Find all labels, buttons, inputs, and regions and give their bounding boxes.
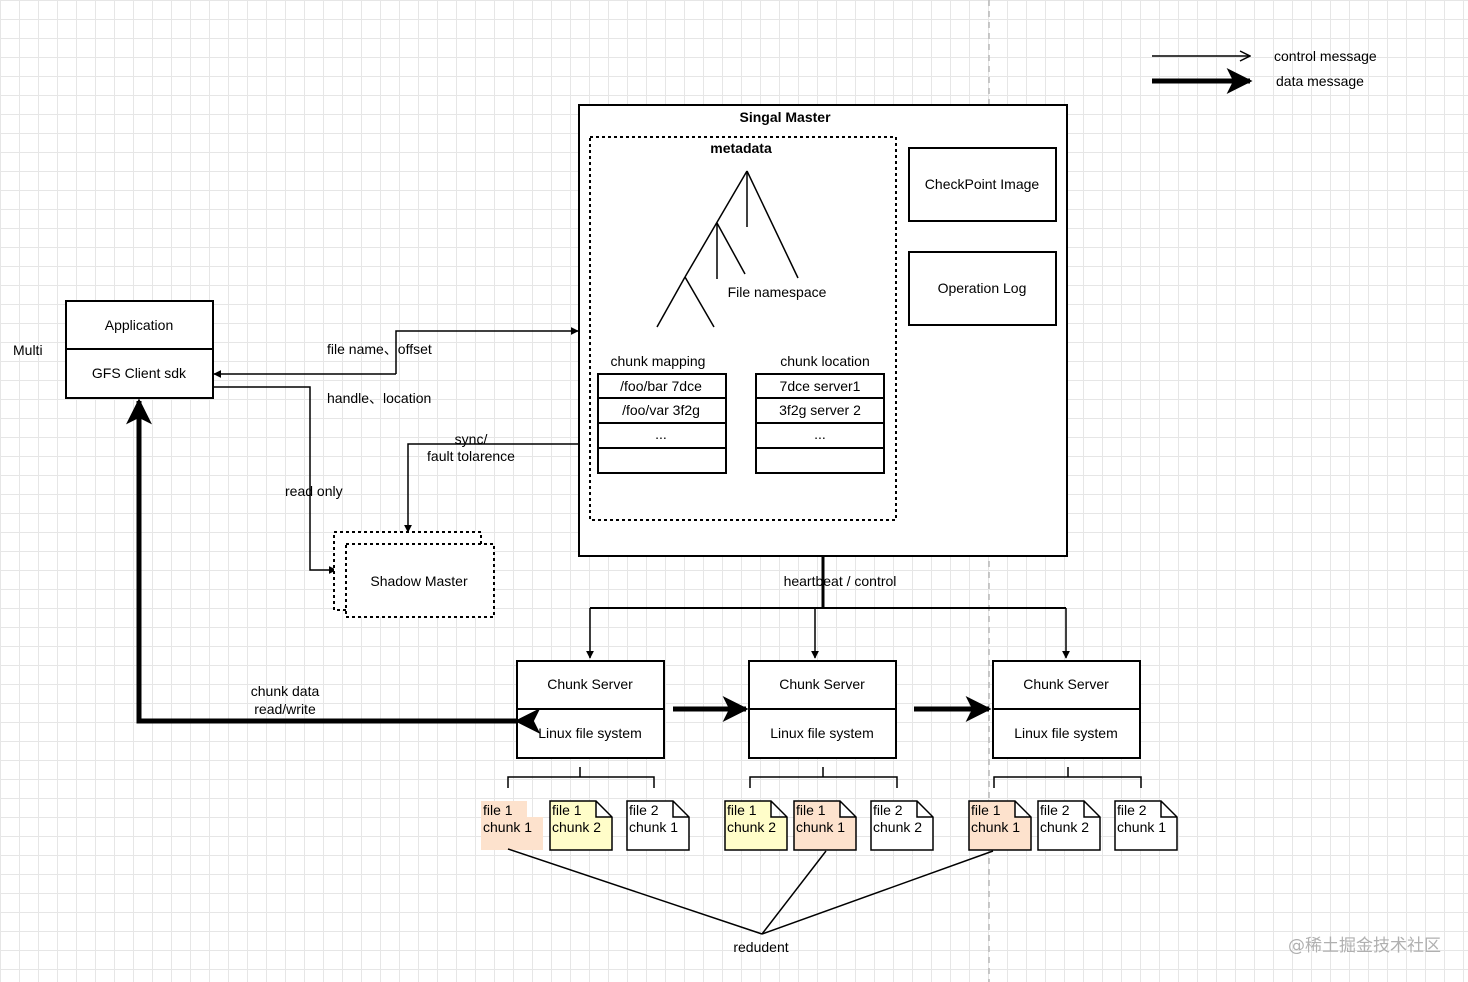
- master: Singal Master metadata File namespace Ch…: [578, 104, 1068, 557]
- location-row: ...: [814, 426, 826, 442]
- sync-label: sync/: [455, 431, 488, 447]
- linux-fs-label: Linux file system: [770, 725, 873, 741]
- chunk-file-name: file 1: [727, 802, 757, 818]
- client-chunk-data-edge: [126, 398, 541, 734]
- chunk-file-name: file 2: [1117, 802, 1147, 818]
- request-edge: [395, 327, 579, 374]
- redundant-label: redudent: [733, 939, 788, 955]
- chunk-file-chunk: chunk 1: [483, 819, 532, 835]
- read-write-label: read/write: [254, 701, 316, 717]
- client-sdk-label: GFS Client sdk: [92, 365, 187, 381]
- legend-data-label: data message: [1276, 73, 1364, 89]
- heartbeat-edges: [586, 557, 1070, 659]
- chunk-data-label: chunk data: [251, 683, 320, 699]
- chunk-file-chunk: chunk 2: [552, 819, 601, 835]
- chunk-file-name: file 2: [873, 802, 903, 818]
- chunk-file-name: file 2: [1040, 802, 1070, 818]
- data-edges: [126, 398, 992, 734]
- location-row: 3f2g server 2: [779, 402, 861, 418]
- chunk-server-label: Chunk Server: [547, 676, 633, 692]
- chunk-file-name: file 2: [629, 802, 659, 818]
- legend: control message data message: [1152, 48, 1377, 94]
- linux-fs-label: Linux file system: [538, 725, 641, 741]
- mapping-row: ...: [655, 426, 667, 442]
- metadata-title: metadata: [710, 140, 772, 156]
- namespace-tree-icon: [656, 170, 799, 328]
- chunk-server-label: Chunk Server: [779, 676, 865, 692]
- fault-tolerance-label: fault tolarence: [427, 448, 515, 464]
- chunk-file-name: file 1: [483, 802, 513, 818]
- oplog-box: [908, 251, 1057, 326]
- checkpoint-label: CheckPoint Image: [925, 176, 1040, 192]
- shadow-master: Shadow Master: [333, 531, 495, 618]
- location-title: chunk location: [780, 353, 870, 369]
- legend-control-label: control message: [1274, 48, 1377, 64]
- checkpoint-box: [908, 147, 1057, 222]
- server-braces: [507, 767, 1142, 788]
- chunk-server: Chunk Server Linux file system: [748, 660, 897, 759]
- chunk-file-chunk: chunk 1: [796, 819, 845, 835]
- chunk-server: Chunk Server Linux file system: [516, 660, 665, 759]
- chunk-file-chunk: chunk 2: [727, 819, 776, 835]
- client: Multi Application GFS Client sdk: [13, 300, 214, 399]
- mapping-row: /foo/bar 7dce: [620, 378, 702, 394]
- redundant-edges: [507, 848, 994, 935]
- linux-fs-label: Linux file system: [1014, 725, 1117, 741]
- mapping-title: chunk mapping: [611, 353, 706, 369]
- request-label: file name、offset: [327, 341, 432, 357]
- response-label: handle、location: [327, 390, 431, 406]
- readonly-edge: [214, 386, 337, 574]
- shadow-master-label: Shadow Master: [370, 573, 468, 589]
- application-label: Application: [105, 317, 174, 333]
- watermark: @稀土掘金技术社区: [1288, 936, 1441, 956]
- metadata-box: [589, 136, 897, 521]
- multi-label: Multi: [13, 342, 43, 358]
- chunk-file-chunk: chunk 2: [873, 819, 922, 835]
- heartbeat-label: heartbeat / control: [784, 573, 897, 589]
- location-row: 7dce server1: [780, 378, 861, 394]
- master-title: Singal Master: [739, 109, 831, 125]
- chunk-file-chunk: chunk 1: [1117, 819, 1166, 835]
- namespace-label: File namespace: [728, 284, 827, 300]
- chunk-file-chunk: chunk 2: [1040, 819, 1089, 835]
- chunk-file-chunk: chunk 1: [971, 819, 1020, 835]
- mapping-row: /foo/var 3f2g: [622, 402, 700, 418]
- chunk-file-name: file 1: [796, 802, 826, 818]
- chunk-file-name: file 1: [552, 802, 582, 818]
- chunk-server-label: Chunk Server: [1023, 676, 1109, 692]
- readonly-label: read only: [285, 483, 343, 499]
- mapping-table: /foo/bar 7dce /foo/var 3f2g ...: [597, 373, 727, 474]
- location-table: 7dce server1 3f2g server 2 ...: [755, 373, 885, 474]
- chunk-file-chunk: chunk 1: [629, 819, 678, 835]
- chunk-file-name: file 1: [971, 802, 1001, 818]
- chunk-server: Chunk Server Linux file system: [992, 660, 1141, 759]
- oplog-label: Operation Log: [938, 280, 1027, 296]
